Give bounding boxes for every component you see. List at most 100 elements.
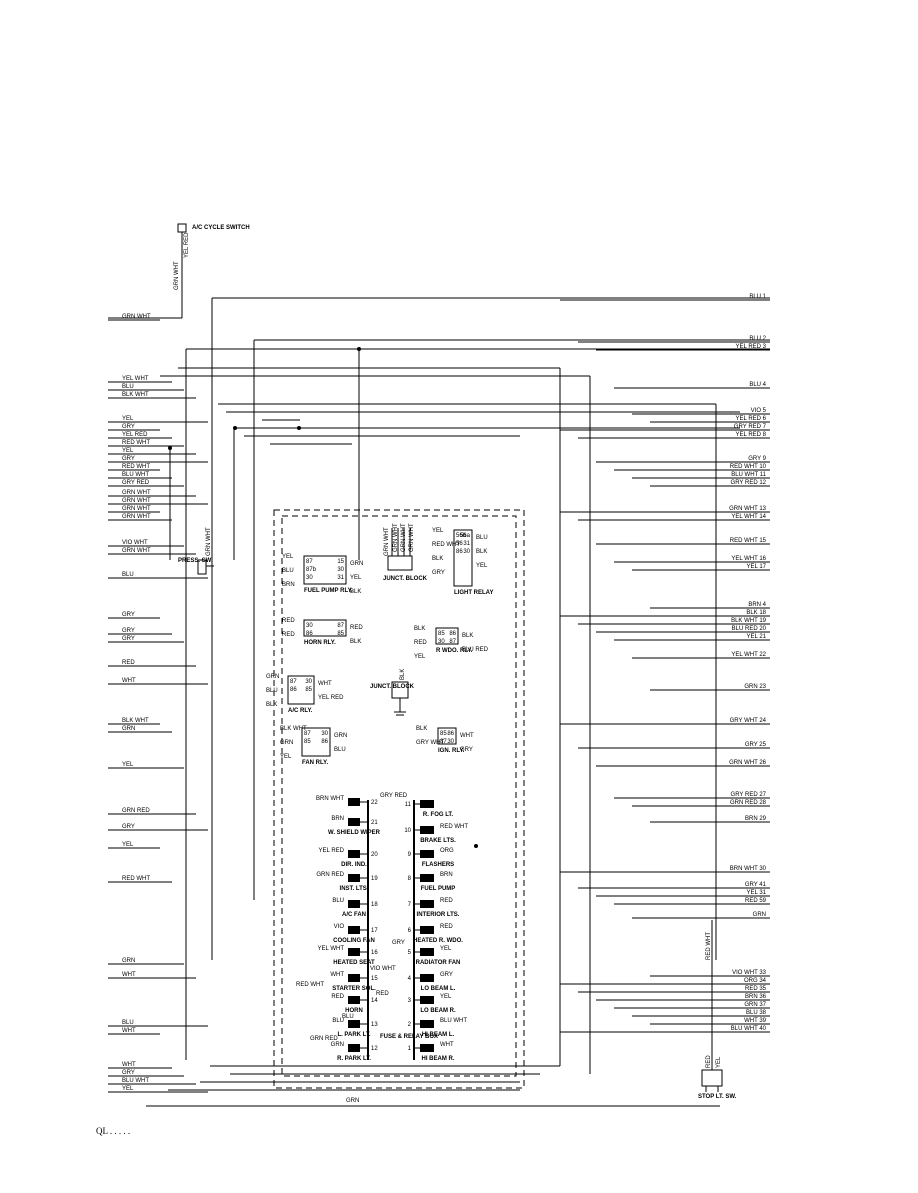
right-wire-label: RED 59 [745,898,767,904]
right-wire-label: BLU WHT 40 [731,1026,767,1032]
right-wire-label: BLU 4 [749,382,766,388]
r-wdo-relay-pin: 87 [449,639,456,645]
light-relay-wire: BLK [476,549,487,555]
right-wire-label: GRY RED 27 [731,792,767,798]
fuse-slot-right: 3LO BEAM R.YEL [408,994,456,1014]
fuel-pump-relay-pin: 15 [337,559,344,565]
fuse-slot-left: 12R. PARK LT.GRN [331,1042,379,1062]
right-wire-label: RED WHT 15 [730,538,767,544]
fuse-name: COOLING FAN [333,938,375,944]
left-wire-label: GRY RED [122,480,150,486]
right-wire-label: BRN 29 [745,816,767,822]
light-relay-pin: 56a [460,533,471,539]
light-relay-pin: 86 [456,549,463,555]
fuse-slot-left: 13L. PARK LT.BLU [332,1018,378,1038]
left-wire-label: GRN RED [122,808,150,814]
left-wire-label: BLU WHT [122,1078,149,1084]
fuse-name: HEATED SEAT [333,960,375,966]
fuse-wire: GRN RED [316,872,344,878]
gry-mid-wire: GRY [392,940,405,946]
left-wire-label: GRN WHT [122,490,151,496]
fuse-wire: YEL [440,994,452,1000]
ign-relay-pin: 85 [440,731,447,737]
red-wht-vertical-wire: RED WHT [706,932,712,960]
horn-relay-pin: 85 [337,631,344,637]
fuse-wire: YEL [440,946,452,952]
left-wire-label: GRN [122,726,135,732]
r-wdo-relay-wire: BLU RED [462,647,489,653]
fuse-number: 22 [371,800,378,806]
right-wire-label: YEL RED 3 [736,344,767,350]
left-wire-label: YEL [122,416,134,422]
horn-relay-wire: BLK [350,639,361,645]
ign-relay-label: IGN. RLY. [438,748,465,754]
relay-area-outline [281,515,517,1077]
fuse-wire: BLU WHT [440,1018,467,1024]
press-sw-label: PRESS. SW. [178,558,213,564]
junct-block-mid: JUNCT. BLOCK BLK [370,669,415,716]
ac-relay-wire: YEL RED [318,695,344,701]
left-wire-label: BLK WHT [122,392,149,398]
red-wht-mid-wire: RED WHT [296,982,324,988]
ign-relay-pin: 30 [447,739,454,745]
right-wire-label: BLU RED 20 [732,626,767,632]
junct-top-label: JUNCT. BLOCK [383,576,428,582]
horn-relay-label: HORN RLY. [304,640,336,646]
fuse-number: 8 [408,876,412,882]
fuse-number: 21 [371,820,378,826]
junct-top-wire-2: GRN WHT [393,523,399,552]
fan-relay-pin: 30 [321,731,328,737]
fuse-number: 4 [408,976,412,982]
fuel-pump-relay-pin: 87 [306,559,313,565]
fuel-pump-relay-pin: 30 [306,575,313,581]
fuse-wire: BRN [440,872,453,878]
fuse-name: HEATED R. WDO. [413,938,463,944]
ac-relay-pin: 85 [305,687,312,693]
right-wire-label: GRY 25 [745,742,767,748]
fuse-number: 6 [408,928,412,934]
left-wire-label: RED [122,660,135,666]
right-wire-label: BLK 18 [746,610,766,616]
fuse-name: R. FOG LT. [423,812,454,818]
fuel-pump-relay-wire: BLK [350,589,361,595]
horn-relay-pin: 87 [337,623,344,629]
fuse-wire: RED [331,994,344,1000]
r-wdo-relay-wire: BLK [414,626,425,632]
fuse-wire: BLU [332,1018,344,1024]
left-wire-label: BLU [122,1020,134,1026]
ac-relay-wire: WHT [318,681,332,687]
right-wire-label: GRY RED 7 [734,424,767,430]
fuel-pump-relay-wire: YEL [350,575,362,581]
left-wire-label: YEL [122,448,134,454]
fuel-pump-relay-wire: GRN [350,561,363,567]
right-wire-label: BLU 1 [749,294,766,300]
r-wdo-relay-wire: YEL [414,654,426,660]
left-wire-label: GRN WHT [122,506,151,512]
fuse-wire: RED [440,898,453,904]
r-wdo-relay-wire: RED [414,640,427,646]
misc-wires: GRN RED WHT GRY RED VIO WHT RED GRY GRN … [146,347,720,1107]
fuse-number: 3 [408,998,412,1004]
fuse-name: DIR. IND. [341,862,367,868]
junct-block-top: GRN WHT GRN WHT GRN WHT GRN WHT JUNCT. B… [383,523,428,582]
horn-relay-wire: RED [350,625,363,631]
stop-sw-wire-2: YEL [716,1056,722,1068]
right-wire-label: RED 35 [745,986,767,992]
stop-sw-label: STOP LT. SW. [698,1094,737,1100]
left-wire-label: YEL [122,762,134,768]
light-relay-pin: 31 [463,541,470,547]
fuse-number: 20 [371,852,378,858]
fan-relay-wire: BLK WHT [280,726,307,732]
right-wire-label: BLU 2 [749,336,766,342]
fuel-pump-relay-wire: BLU [282,568,294,574]
junct-top-wire-4: GRN WHT [409,523,415,552]
fuse-number: 5 [408,950,412,956]
